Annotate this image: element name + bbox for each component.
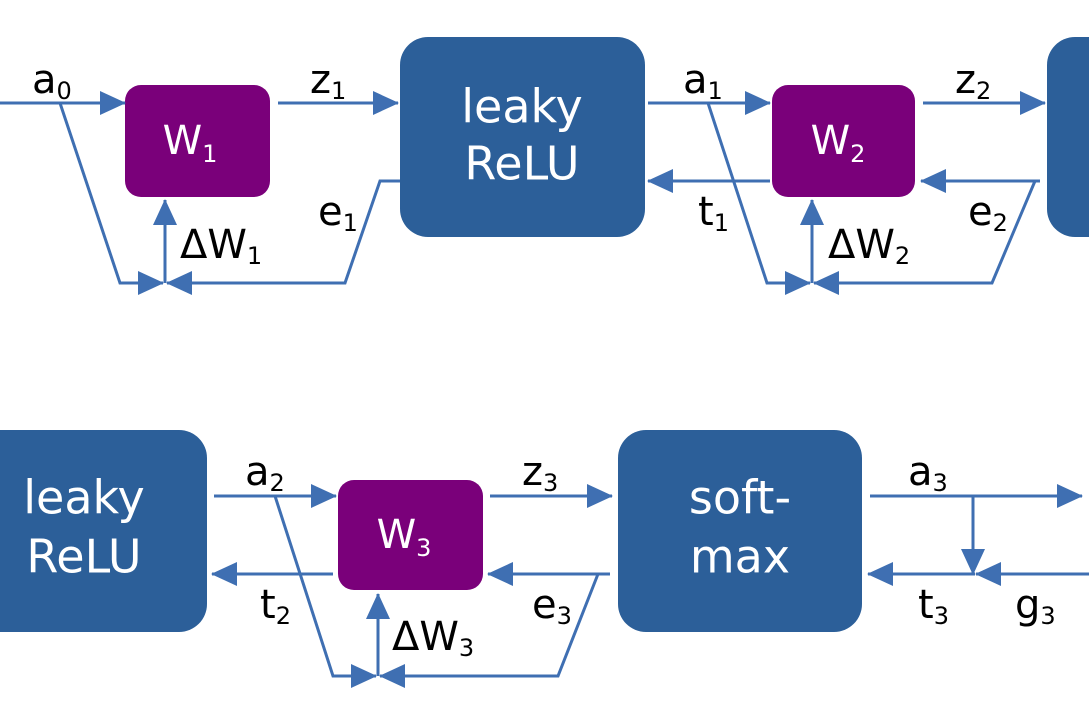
label-dw2: ΔW2 xyxy=(828,222,910,270)
label-z2: z2 xyxy=(955,57,991,105)
label-t3: t3 xyxy=(918,582,949,630)
weight-w2-label: W2 xyxy=(811,118,866,168)
leaky-relu-2-line2: ReLU xyxy=(26,530,141,584)
tap-a1-to-dw2 xyxy=(706,102,811,295)
label-a1: a1 xyxy=(683,57,723,105)
label-dw3: ΔW3 xyxy=(392,614,474,662)
leaky-relu-1-line1: leaky xyxy=(461,80,583,134)
activation-block-leaky-relu-2 xyxy=(0,430,207,632)
tap-e1-to-dw1 xyxy=(166,179,400,295)
tap-a0-to-dw1 xyxy=(58,102,164,295)
tap-e2-to-dw2 xyxy=(813,180,1037,295)
label-e3: e3 xyxy=(532,582,572,630)
weight-block-w2 xyxy=(772,85,915,197)
label-a0: a0 xyxy=(32,57,72,105)
label-t2: t2 xyxy=(260,582,291,630)
weight-w1-label: W1 xyxy=(163,118,218,168)
label-dw1: ΔW1 xyxy=(180,222,262,270)
weight-w3-label: W3 xyxy=(377,512,432,562)
weight-block-w1 xyxy=(125,85,270,197)
label-e1: e1 xyxy=(318,189,358,237)
label-a2: a2 xyxy=(245,449,285,497)
weight-block-w3 xyxy=(338,480,483,590)
label-e2: e2 xyxy=(968,189,1008,237)
tap-e3-to-dw3 xyxy=(379,573,600,688)
softmax-line2: max xyxy=(690,530,790,584)
label-t1: t1 xyxy=(698,189,729,237)
softmax-line1: soft- xyxy=(689,471,791,525)
activation-block-partial-right xyxy=(1047,37,1089,237)
label-g3: g3 xyxy=(1015,582,1056,630)
activation-block-softmax xyxy=(618,430,862,632)
label-z3: z3 xyxy=(522,449,558,497)
tap-a2-to-dw3 xyxy=(273,495,377,688)
leaky-relu-2-line1: leaky xyxy=(23,471,145,525)
label-z1: z1 xyxy=(310,57,346,105)
leaky-relu-1-line2: ReLU xyxy=(464,137,579,191)
label-a3: a3 xyxy=(908,449,948,497)
activation-block-leaky-relu-1 xyxy=(400,37,645,237)
